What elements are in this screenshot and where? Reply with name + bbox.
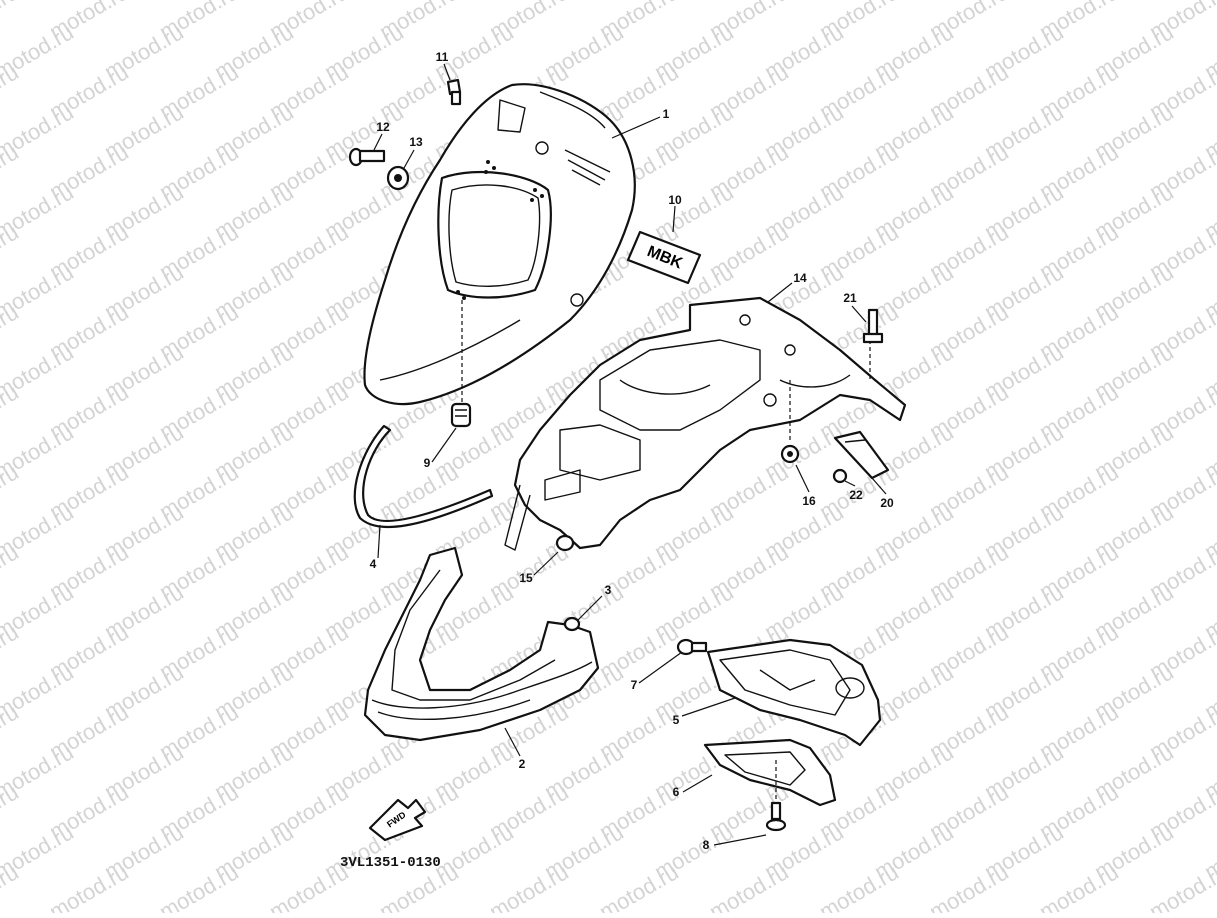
callout-3: 3 bbox=[605, 583, 612, 597]
grommet-part-9 bbox=[450, 402, 472, 428]
watermark-text: motod.ru bbox=[705, 859, 793, 913]
callout-labels: 1 2 3 4 5 6 7 8 9 10 11 12 13 14 15 16 2… bbox=[370, 50, 894, 852]
callout-15: 15 bbox=[519, 571, 533, 585]
callout-7: 7 bbox=[631, 678, 638, 692]
callout-13: 13 bbox=[409, 135, 423, 149]
watermark-text: motod.ru bbox=[1145, 859, 1217, 913]
screw-part-8 bbox=[765, 801, 787, 832]
callout-10: 10 bbox=[668, 193, 682, 207]
bracket-part-6 bbox=[703, 738, 837, 807]
watermark-text: motod.ru bbox=[155, 859, 243, 913]
callout-9: 9 bbox=[424, 456, 431, 470]
leader-lines bbox=[373, 63, 887, 846]
plate-part-20 bbox=[833, 430, 890, 480]
watermark-text: motod.ru bbox=[45, 859, 133, 913]
callout-22: 22 bbox=[849, 488, 863, 502]
bolt-part-12 bbox=[348, 147, 386, 167]
callout-5: 5 bbox=[673, 713, 680, 727]
emblem-part-10: MBK bbox=[626, 230, 702, 285]
callout-16: 16 bbox=[802, 494, 816, 508]
screw-part-11 bbox=[446, 78, 462, 106]
callout-12: 12 bbox=[376, 120, 390, 134]
watermark-text: motod.ru bbox=[485, 859, 573, 913]
watermark-text: motod.ru bbox=[0, 0, 23, 44]
nut-part-22 bbox=[832, 468, 848, 484]
drawing-reference: 3VL1351-0130 bbox=[340, 855, 441, 871]
callout-8: 8 bbox=[703, 838, 710, 852]
nut-part-13 bbox=[386, 165, 410, 191]
grommet-part-16 bbox=[780, 444, 800, 464]
bolt-part-7 bbox=[676, 638, 708, 656]
watermark-text: motod.ru bbox=[595, 859, 683, 913]
callout-1: 1 bbox=[663, 107, 670, 121]
front-cowl-part-1 bbox=[363, 83, 636, 406]
watermark-text: motod.ru bbox=[925, 859, 1013, 913]
forward-arrow-icon: FWD bbox=[368, 798, 427, 842]
clip-part-3 bbox=[563, 616, 581, 632]
inner-panel-part-14 bbox=[504, 296, 907, 551]
callout-14: 14 bbox=[793, 271, 807, 285]
inner-box-part-5 bbox=[706, 638, 882, 747]
callout-4: 4 bbox=[370, 557, 377, 571]
watermark-text: motod.ru bbox=[815, 859, 903, 913]
lower-cover-part-2 bbox=[363, 546, 600, 742]
callout-20: 20 bbox=[880, 496, 894, 510]
callout-6: 6 bbox=[673, 785, 680, 799]
callout-11: 11 bbox=[436, 50, 449, 64]
watermark-text: motod.ru bbox=[1035, 859, 1123, 913]
callout-2: 2 bbox=[519, 757, 526, 771]
screw-part-21 bbox=[862, 308, 884, 344]
grommet-part-15 bbox=[555, 534, 575, 552]
callout-21: 21 bbox=[843, 291, 857, 305]
seal-strip-part-4 bbox=[353, 424, 494, 529]
